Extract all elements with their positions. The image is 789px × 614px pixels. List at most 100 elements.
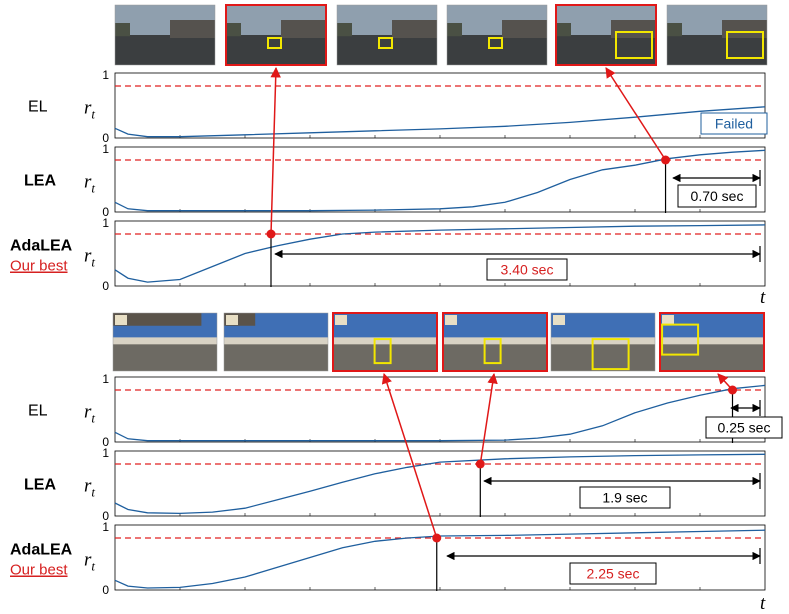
plot-area (114, 524, 766, 591)
highlighted-frame-border (555, 4, 657, 66)
frame-buildings (333, 337, 437, 345)
annotation-box (705, 416, 783, 439)
video-frame (446, 4, 548, 66)
frame-road (115, 35, 215, 65)
frame-trees (447, 23, 462, 37)
series-line (114, 149, 766, 212)
annotation-overlay: Failed 0.70 sec 3.40 sec 0.25 sec 1.9 sec 2.2… (266, 66, 783, 614)
frame-road (556, 35, 656, 65)
video-frame (550, 312, 656, 372)
lead-time-annotation: 1.9 sec (602, 490, 647, 506)
video-frame (555, 4, 657, 66)
series-line (114, 224, 766, 283)
y-axis-label: rt (84, 172, 95, 196)
failed-annotation: Failed (715, 116, 753, 132)
frame-border (223, 312, 329, 372)
y-axis-label: rt (84, 246, 95, 270)
series-line (114, 384, 766, 442)
detection-box (378, 37, 393, 49)
frame-border (336, 4, 438, 66)
chart-panel-el: 0 1EL rt (28, 68, 766, 145)
frame-buildings (551, 337, 655, 345)
y-tick-label: 0 (102, 279, 109, 293)
y-tick-label: 1 (102, 216, 109, 230)
frame-road (226, 35, 326, 65)
y-tick-label: 0 (102, 131, 109, 145)
highlighted-frame-border (332, 312, 438, 372)
frame-overpass (113, 313, 202, 326)
frame-buildings (443, 337, 547, 345)
frame-sky (551, 313, 655, 342)
video-frame (223, 312, 329, 372)
frame-border (666, 4, 768, 66)
detection-box (483, 338, 502, 365)
detection-box (615, 31, 653, 59)
video-frame (225, 4, 327, 66)
frame-pointer-arrow (270, 66, 281, 235)
y-axis-label: rt (84, 98, 95, 122)
frame-road (443, 342, 547, 371)
frame-trees (667, 23, 682, 37)
method-label: LEA (24, 173, 56, 190)
frame-road (667, 35, 767, 65)
method-label: LEA (24, 477, 56, 494)
lead-time-annotation: 0.70 sec (691, 188, 744, 204)
detection-box (661, 323, 700, 356)
thumbnail-strips (112, 4, 768, 372)
annotation-box (677, 184, 757, 208)
annotation-box (700, 112, 768, 135)
frame-map-inset (553, 315, 565, 325)
frame-buildings (722, 20, 767, 38)
frame-road (113, 342, 217, 371)
video-frame (336, 4, 438, 66)
method-label: EL (28, 403, 48, 420)
video-frame (659, 312, 765, 372)
frame-sky (443, 313, 547, 342)
y-tick-label: 1 (102, 68, 109, 82)
frame-trees (556, 23, 571, 37)
our-best-label: Our best (10, 258, 68, 275)
frame-pointer-arrow (479, 372, 498, 465)
plot-area (114, 376, 766, 443)
frame-buildings (113, 337, 217, 345)
y-tick-label: 0 (102, 205, 109, 219)
frame-buildings (281, 20, 326, 38)
frame-map-inset (335, 315, 347, 325)
video-frame (442, 312, 548, 372)
series-line (114, 453, 766, 515)
frame-buildings (502, 20, 547, 38)
highlighted-frame-border (225, 4, 327, 66)
frame-sky (660, 313, 764, 342)
frame-trees (337, 23, 352, 37)
detection-box (488, 37, 503, 49)
frame-border (114, 4, 216, 66)
lead-time-annotation: 0.25 sec (718, 420, 771, 436)
video-frame (112, 312, 218, 372)
frame-map-inset (662, 315, 674, 325)
video-frame (666, 4, 768, 66)
video-frame (114, 4, 216, 66)
time-axis-label: t (760, 287, 766, 308)
annotation-box (486, 258, 568, 281)
y-tick-label: 1 (102, 446, 109, 460)
method-label: AdaLEA (10, 542, 73, 559)
frame-sky (333, 313, 437, 342)
method-label: EL (28, 99, 48, 116)
y-tick-label: 1 (102, 372, 109, 386)
frame-border (550, 312, 656, 372)
lead-time-annotation: 3.40 sec (501, 262, 554, 278)
lead-time-annotation: 2.25 sec (587, 566, 640, 582)
detection-box (267, 37, 282, 49)
frame-pointer-arrow (381, 373, 438, 539)
frame-buildings (660, 337, 764, 345)
frame-pointer-arrow (717, 373, 734, 391)
frame-road (447, 35, 547, 65)
y-axis-label: rt (84, 550, 95, 574)
